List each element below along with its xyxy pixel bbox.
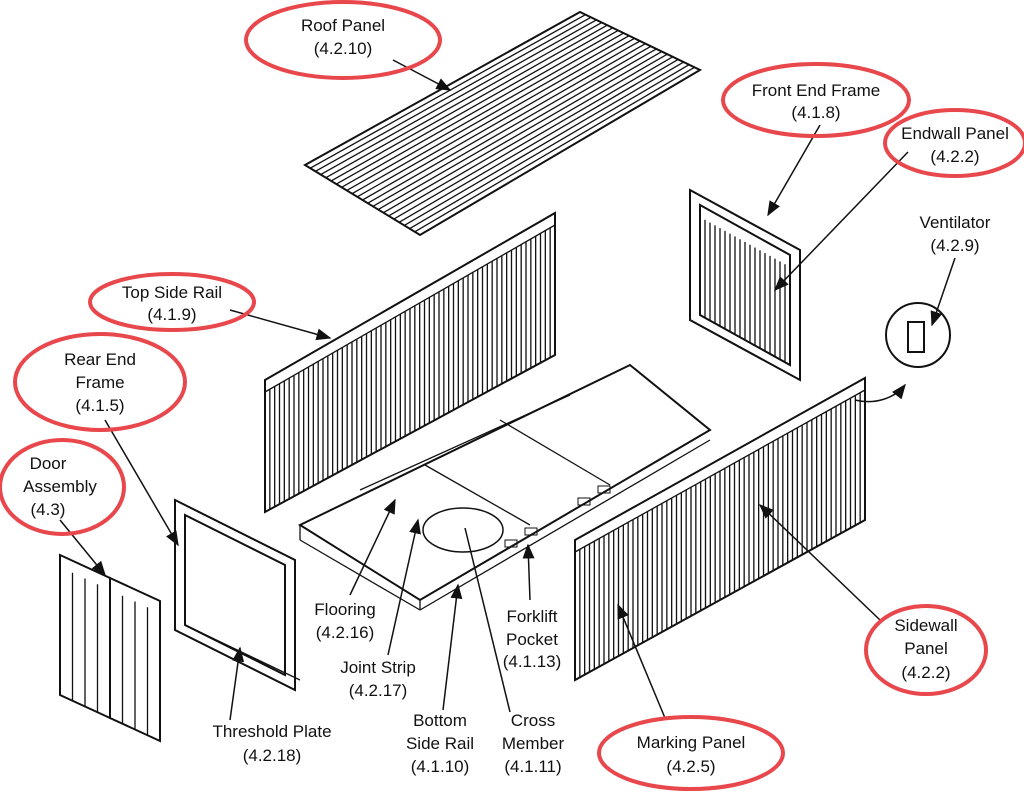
- label-roof-panel: Roof Panel (4.2.10): [301, 16, 385, 58]
- callout-ring-endwall-panel: [883, 108, 1024, 178]
- label-name: Top Side Rail: [122, 283, 222, 302]
- callout-ring-sidewall-panel: [864, 604, 988, 696]
- label-line1: Sidewall: [894, 616, 957, 635]
- label-cross-member: Cross Member (4.1.11): [502, 711, 565, 776]
- label-name: Front End Frame: [752, 81, 881, 100]
- label-code: (4.3): [31, 500, 66, 519]
- label-code: (4.2.9): [930, 236, 979, 255]
- label-code: (4.1.11): [504, 757, 561, 776]
- label-front-end-frame: Front End Frame (4.1.8): [752, 81, 881, 122]
- corrugation-line: [388, 53, 668, 217]
- label-sidewall-panel: Sidewall Panel (4.2.2): [894, 616, 957, 682]
- corrugation-line: [393, 56, 674, 220]
- label-code: (4.2.18): [243, 746, 302, 765]
- label-code: (4.2.10): [314, 39, 373, 58]
- label-line1: Bottom: [413, 711, 467, 730]
- callout-ring-marking-panel: [597, 715, 785, 791]
- label-flooring: Flooring (4.2.16): [314, 600, 375, 642]
- label-code: (4.1.5): [75, 396, 124, 415]
- callout-ring-rear-end-frame: [13, 332, 187, 432]
- corrugation-line: [403, 61, 684, 227]
- label-name: Roof Panel: [301, 16, 385, 35]
- corrugation-line: [325, 21, 603, 179]
- label-door-assembly: Door Assembly (4.3): [23, 454, 97, 519]
- label-threshold-plate: Threshold Plate (4.2.18): [212, 722, 331, 765]
- label-line2: Pocket: [506, 630, 558, 649]
- label-line2: Frame: [75, 373, 124, 392]
- corrugation-line: [341, 29, 619, 188]
- roof-panel-drawing: [303, 10, 703, 237]
- label-name: Endwall Panel: [901, 124, 1009, 143]
- corrugation-line: [315, 16, 592, 172]
- callout-ring-top-side-rail: [88, 272, 256, 332]
- corrugation-line: [409, 64, 690, 230]
- label-name: Marking Panel: [637, 733, 746, 752]
- label-line1: Cross: [511, 711, 555, 730]
- corrugation-line: [330, 24, 608, 182]
- label-marking-panel: Marking Panel (4.2.5): [637, 733, 746, 776]
- label-code: (4.1.8): [791, 103, 840, 122]
- label-top-side-rail: Top Side Rail (4.1.9): [122, 283, 222, 324]
- label-line1: Door: [30, 454, 67, 473]
- corrugation-line: [398, 58, 679, 223]
- label-name: Threshold Plate: [212, 722, 331, 741]
- label-forklift-pocket: Forklift Pocket (4.1.13): [503, 607, 562, 671]
- label-code: (4.2.2): [901, 663, 950, 682]
- corrugation-line: [346, 32, 624, 192]
- front-end-frame-drawing: [689, 188, 801, 382]
- ventilator-detail-drawing: [854, 302, 951, 403]
- label-line2: Assembly: [23, 477, 97, 496]
- callout-ring-roof-panel: [244, 0, 442, 80]
- label-code: (4.1.9): [147, 305, 196, 324]
- door-assembly-drawing: [59, 553, 161, 743]
- corrugation-line: [362, 40, 641, 201]
- label-name: Joint Strip: [340, 658, 416, 677]
- callout-ring-door-assembly: [0, 438, 126, 536]
- label-ventilator: Ventilator (4.2.9): [920, 213, 991, 255]
- left-sidewall-drawing: [264, 211, 556, 514]
- corrugation-line: [367, 43, 646, 204]
- label-joint-strip: Joint Strip (4.2.17): [340, 658, 416, 700]
- label-line1: Rear End: [64, 350, 136, 369]
- corrugation-line: [336, 27, 614, 185]
- label-code: (4.2.2): [930, 147, 979, 166]
- label-code: (4.1.13): [503, 652, 562, 671]
- label-line2: Panel: [904, 639, 947, 658]
- corrugation-line: [309, 14, 586, 169]
- callout-ring-front-end-frame: [721, 62, 911, 138]
- label-line2: Member: [502, 734, 565, 753]
- label-code: (4.2.16): [316, 623, 375, 642]
- corrugation-line: [372, 45, 652, 207]
- corrugation-line: [351, 35, 630, 195]
- label-name: Ventilator: [920, 213, 991, 232]
- label-code: (4.2.17): [349, 681, 408, 700]
- floor-drawing: [297, 363, 712, 611]
- label-bottom-side-rail: Bottom Side Rail (4.1.10): [406, 711, 474, 776]
- label-name: Flooring: [314, 600, 375, 619]
- label-rear-end-frame: Rear End Frame (4.1.5): [64, 350, 136, 415]
- label-line2: Side Rail: [406, 734, 474, 753]
- right-sidewall-drawing: [574, 376, 866, 682]
- label-line1: Forklift: [507, 607, 558, 626]
- label-endwall-panel: Endwall Panel (4.2.2): [901, 124, 1009, 166]
- corrugation-line: [377, 48, 657, 211]
- corrugation-line: [356, 37, 635, 198]
- corrugation-line: [320, 19, 597, 176]
- rear-end-frame-drawing: [174, 498, 301, 692]
- corrugation-line: [414, 66, 695, 233]
- label-code: (4.2.5): [666, 757, 715, 776]
- label-code: (4.1.10): [411, 757, 470, 776]
- corrugation-line: [383, 50, 663, 214]
